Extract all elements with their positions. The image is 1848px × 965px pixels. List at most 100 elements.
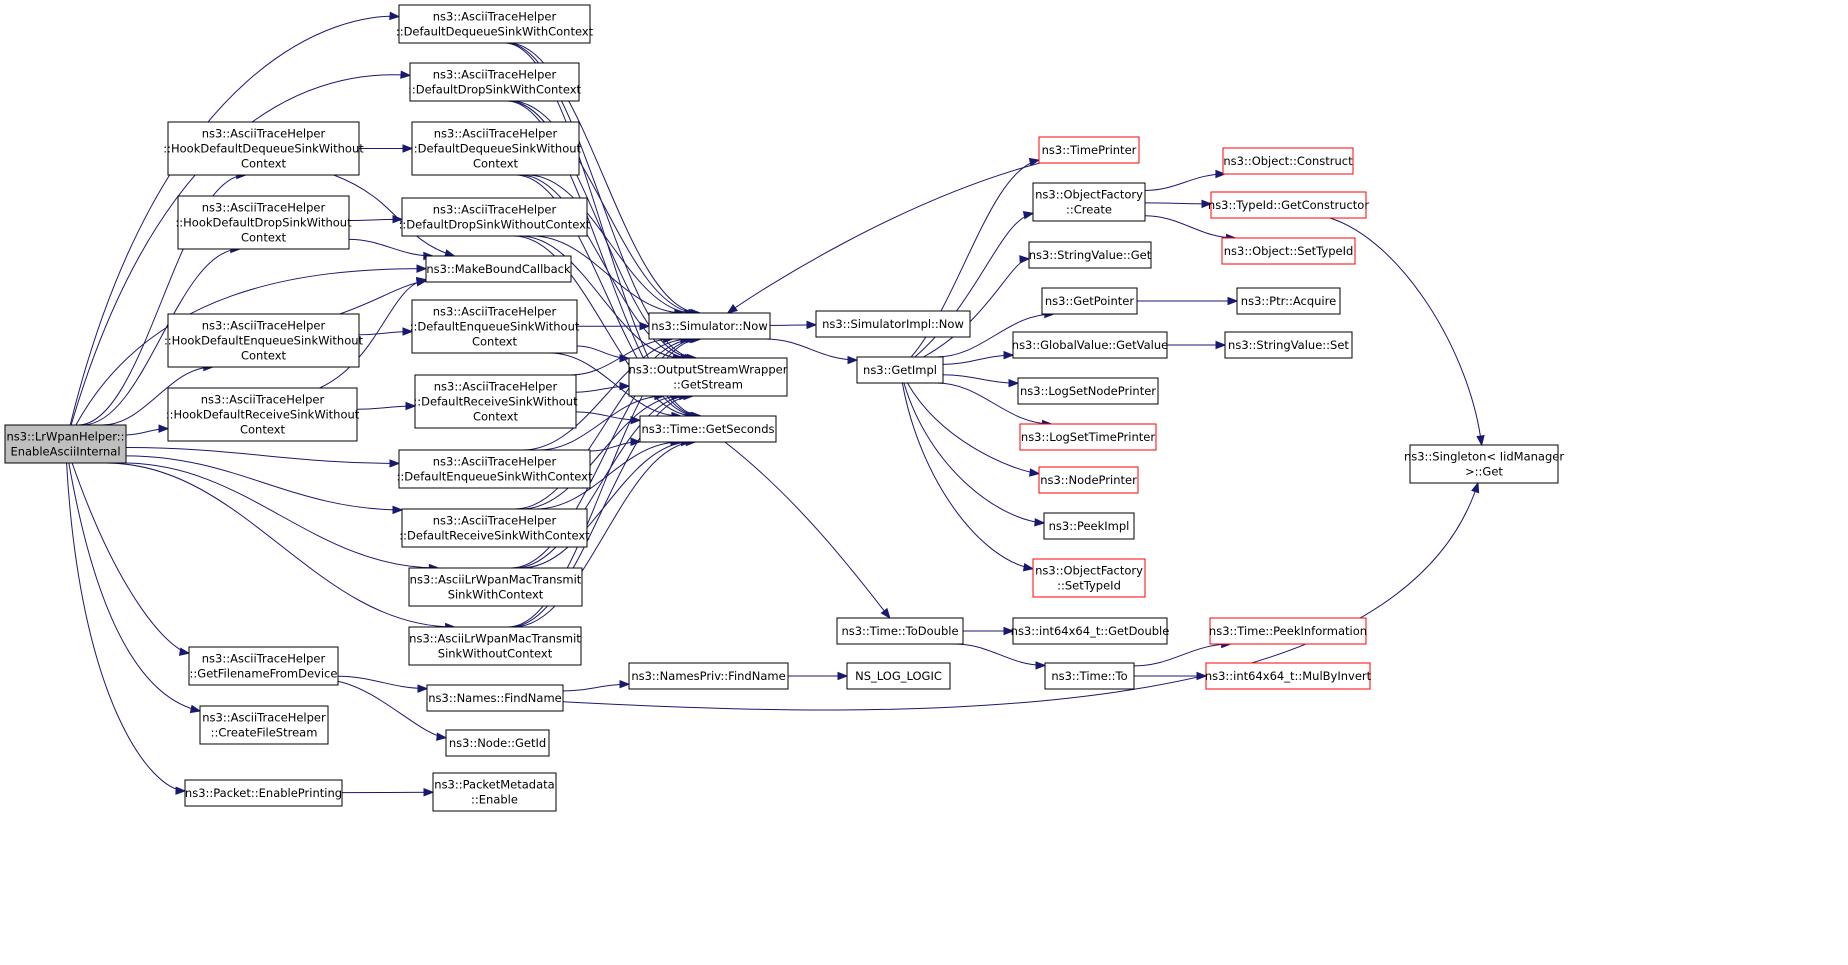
node-rcv_noctx[interactable]: ns3::AsciiTraceHelper::DefaultReceiveSin… [413, 374, 578, 429]
edge-arrowhead [158, 424, 170, 433]
node-mbc[interactable]: ns3::MakeBoundCallback [425, 255, 572, 283]
edge-arrowhead [880, 607, 891, 620]
node-cfs[interactable]: ns3::AsciiTraceHelper::CreateFileStream [199, 705, 329, 745]
call-edge-findname-to-singleton [562, 481, 1480, 711]
node-label-line: ::CreateFileStream [211, 726, 318, 740]
node-label-line: >::Get [1465, 465, 1503, 479]
node-now[interactable]: ns3::Simulator::Now [648, 312, 771, 340]
node-box [1017, 377, 1159, 405]
edge-line [71, 462, 190, 654]
node-enq_ctx[interactable]: ns3::AsciiTraceHelper::DefaultEnqueueSin… [397, 449, 593, 489]
node-nslog[interactable]: NS_LOG_LOGIC [846, 662, 951, 690]
node-gsec[interactable]: ns3::Time::GetSeconds [639, 415, 777, 443]
node-getctor[interactable]: ns3::TypeId::GetConstructor [1208, 191, 1369, 219]
node-findname[interactable]: ns3::Names::FindName [426, 684, 564, 712]
edge-arrowhead [1028, 157, 1041, 167]
node-getfn[interactable]: ns3::AsciiTraceHelper::GetFilenameFromDe… [188, 646, 339, 686]
edge-arrowhead [726, 304, 738, 314]
node-label-line: ns3::Time::GetSeconds [641, 422, 774, 436]
node-hook_rcv[interactable]: ns3::AsciiTraceHelper::HookDefaultReceiv… [166, 387, 360, 442]
node-singleton[interactable]: ns3::Singleton< IidManager>::Get [1404, 444, 1564, 484]
edge-line [523, 338, 690, 451]
node-svget[interactable]: ns3::StringValue::Get [1028, 241, 1152, 269]
node-todouble[interactable]: ns3::Time::ToDouble [836, 617, 964, 645]
node-getptr[interactable]: ns3::GetPointer [1041, 287, 1138, 315]
node-peekinfo[interactable]: ns3::Time::PeekInformation [1209, 617, 1367, 645]
call-edge-hook_rcv-to-rcv_noctx [356, 401, 417, 411]
node-peekimpl[interactable]: ns3::PeekImpl [1043, 512, 1135, 540]
call-edge-rcv_noctx-to-osw [575, 381, 631, 393]
call-edge-hook_dq-to-dq_noctx [359, 144, 414, 153]
node-box [411, 299, 578, 354]
node-label-line: ns3::LogSetTimePrinter [1021, 430, 1155, 444]
edge-arrowhead [837, 671, 849, 681]
node-box [846, 662, 951, 690]
node-box [628, 662, 789, 690]
node-label-line: Context [241, 157, 287, 171]
call-edge-getimpl-to-peekimpl [903, 382, 1046, 527]
node-dq_ctx[interactable]: ns3::AsciiTraceHelper::DefaultDequeueSin… [396, 4, 594, 44]
node-osw[interactable]: ns3::OutputStreamWrapper::GetStream [628, 357, 788, 397]
node-nodegetid[interactable]: ns3::Node::GetId [445, 729, 550, 757]
node-label-line: ns3::AsciiTraceHelper [202, 711, 326, 725]
node-box [1038, 136, 1140, 164]
node-label-line: ns3::OutputStreamWrapper [629, 363, 788, 377]
node-objsettid[interactable]: ns3::Object::SetTypeId [1221, 237, 1356, 265]
edge-line [68, 462, 201, 712]
node-ptracq[interactable]: ns3::Ptr::Acquire [1236, 287, 1341, 315]
node-rcv_ctx[interactable]: ns3::AsciiTraceHelper::DefaultReceiveSin… [399, 508, 590, 548]
node-enq_noctx[interactable]: ns3::AsciiTraceHelper::DefaultEnqueueSin… [410, 299, 580, 354]
node-getimpl[interactable]: ns3::GetImpl [856, 356, 944, 384]
call-edge-todouble-to-i64getdouble [962, 626, 1015, 636]
edge-line [78, 174, 246, 426]
node-dq_noctx[interactable]: ns3::AsciiTraceHelper::DefaultDequeueSin… [410, 121, 582, 176]
node-timeprinter[interactable]: ns3::TimePrinter [1038, 136, 1140, 164]
node-label-line: ::DefaultDequeueSinkWithout [410, 142, 582, 156]
edge-line [508, 42, 701, 314]
edge-arrowhead [178, 647, 191, 656]
node-mulbyinv[interactable]: ns3::int64x64_t::MulByInvert [1205, 662, 1372, 690]
node-gvgv[interactable]: ns3::GlobalValue::GetValue [1012, 331, 1168, 359]
node-box [409, 62, 580, 102]
edge-arrowhead [1035, 661, 1047, 670]
node-nodeprinter[interactable]: ns3::NodePrinter [1038, 466, 1139, 494]
node-lstp[interactable]: ns3::LogSetTimePrinter [1019, 423, 1157, 451]
node-npfindname[interactable]: ns3::NamesPriv::FindName [628, 662, 789, 690]
node-label-line: ::DefaultDequeueSinkWithContext [396, 25, 594, 39]
node-drop_noctx[interactable]: ns3::AsciiTraceHelper::DefaultDropSinkWi… [399, 197, 591, 237]
node-hook_enq[interactable]: ns3::AsciiTraceHelper::HookDefaultEnqueu… [164, 313, 364, 368]
edge-line [906, 382, 1040, 475]
edge-arrowhead [1471, 481, 1480, 494]
node-box [445, 729, 550, 757]
node-svset[interactable]: ns3::StringValue::Set [1224, 331, 1353, 359]
node-label-line: ::DefaultEnqueueSinkWithContext [397, 470, 593, 484]
edge-line [69, 15, 400, 426]
node-ofcreate[interactable]: ns3::ObjectFactory::Create [1032, 182, 1146, 222]
node-pep[interactable]: ns3::Packet::EnablePrinting [184, 779, 343, 807]
node-mac_ctx[interactable]: ns3::AsciiLrWpanMacTransmitSinkWithConte… [408, 567, 583, 607]
edge-line [521, 395, 682, 510]
node-mac_noctx[interactable]: ns3::AsciiLrWpanMacTransmitSinkWithoutCo… [408, 626, 582, 666]
node-hook_dq[interactable]: ns3::AsciiTraceHelper::HookDefaultDequeu… [163, 121, 364, 176]
edge-arrowhead [189, 704, 202, 714]
edge-line [942, 354, 1014, 365]
node-box [1032, 182, 1146, 222]
call-edge-root-to-enq_ctx [125, 447, 401, 468]
node-pmenable[interactable]: ns3::PacketMetadata::Enable [432, 772, 557, 812]
call-edge-now-to-getimpl [765, 338, 859, 365]
edge-line [901, 382, 1034, 570]
node-objconstruct[interactable]: ns3::Object::Construct [1222, 147, 1354, 175]
node-drop_ctx[interactable]: ns3::AsciiTraceHelper::DefaultDropSinkWi… [408, 62, 582, 102]
node-root[interactable]: ns3::LrWpanHelper::EnableAsciiInternal [4, 424, 127, 464]
node-i64getdouble[interactable]: ns3::int64x64_t::GetDouble [1011, 617, 1170, 645]
edge-line [1144, 173, 1225, 191]
node-timeto[interactable]: ns3::Time::To [1044, 662, 1135, 690]
node-lsnp[interactable]: ns3::LogSetNodePrinter [1017, 377, 1159, 405]
node-ofsettid[interactable]: ns3::ObjectFactory::SetTypeId [1032, 558, 1146, 598]
node-hook_drop[interactable]: ns3::AsciiTraceHelper::HookDefaultDropSi… [175, 195, 352, 250]
call-edge-root-to-hook_rcv [125, 424, 170, 436]
node-label-line: ::GetStream [673, 378, 743, 392]
node-box [1012, 331, 1168, 359]
node-simnow[interactable]: ns3::SimulatorImpl::Now [815, 310, 971, 338]
